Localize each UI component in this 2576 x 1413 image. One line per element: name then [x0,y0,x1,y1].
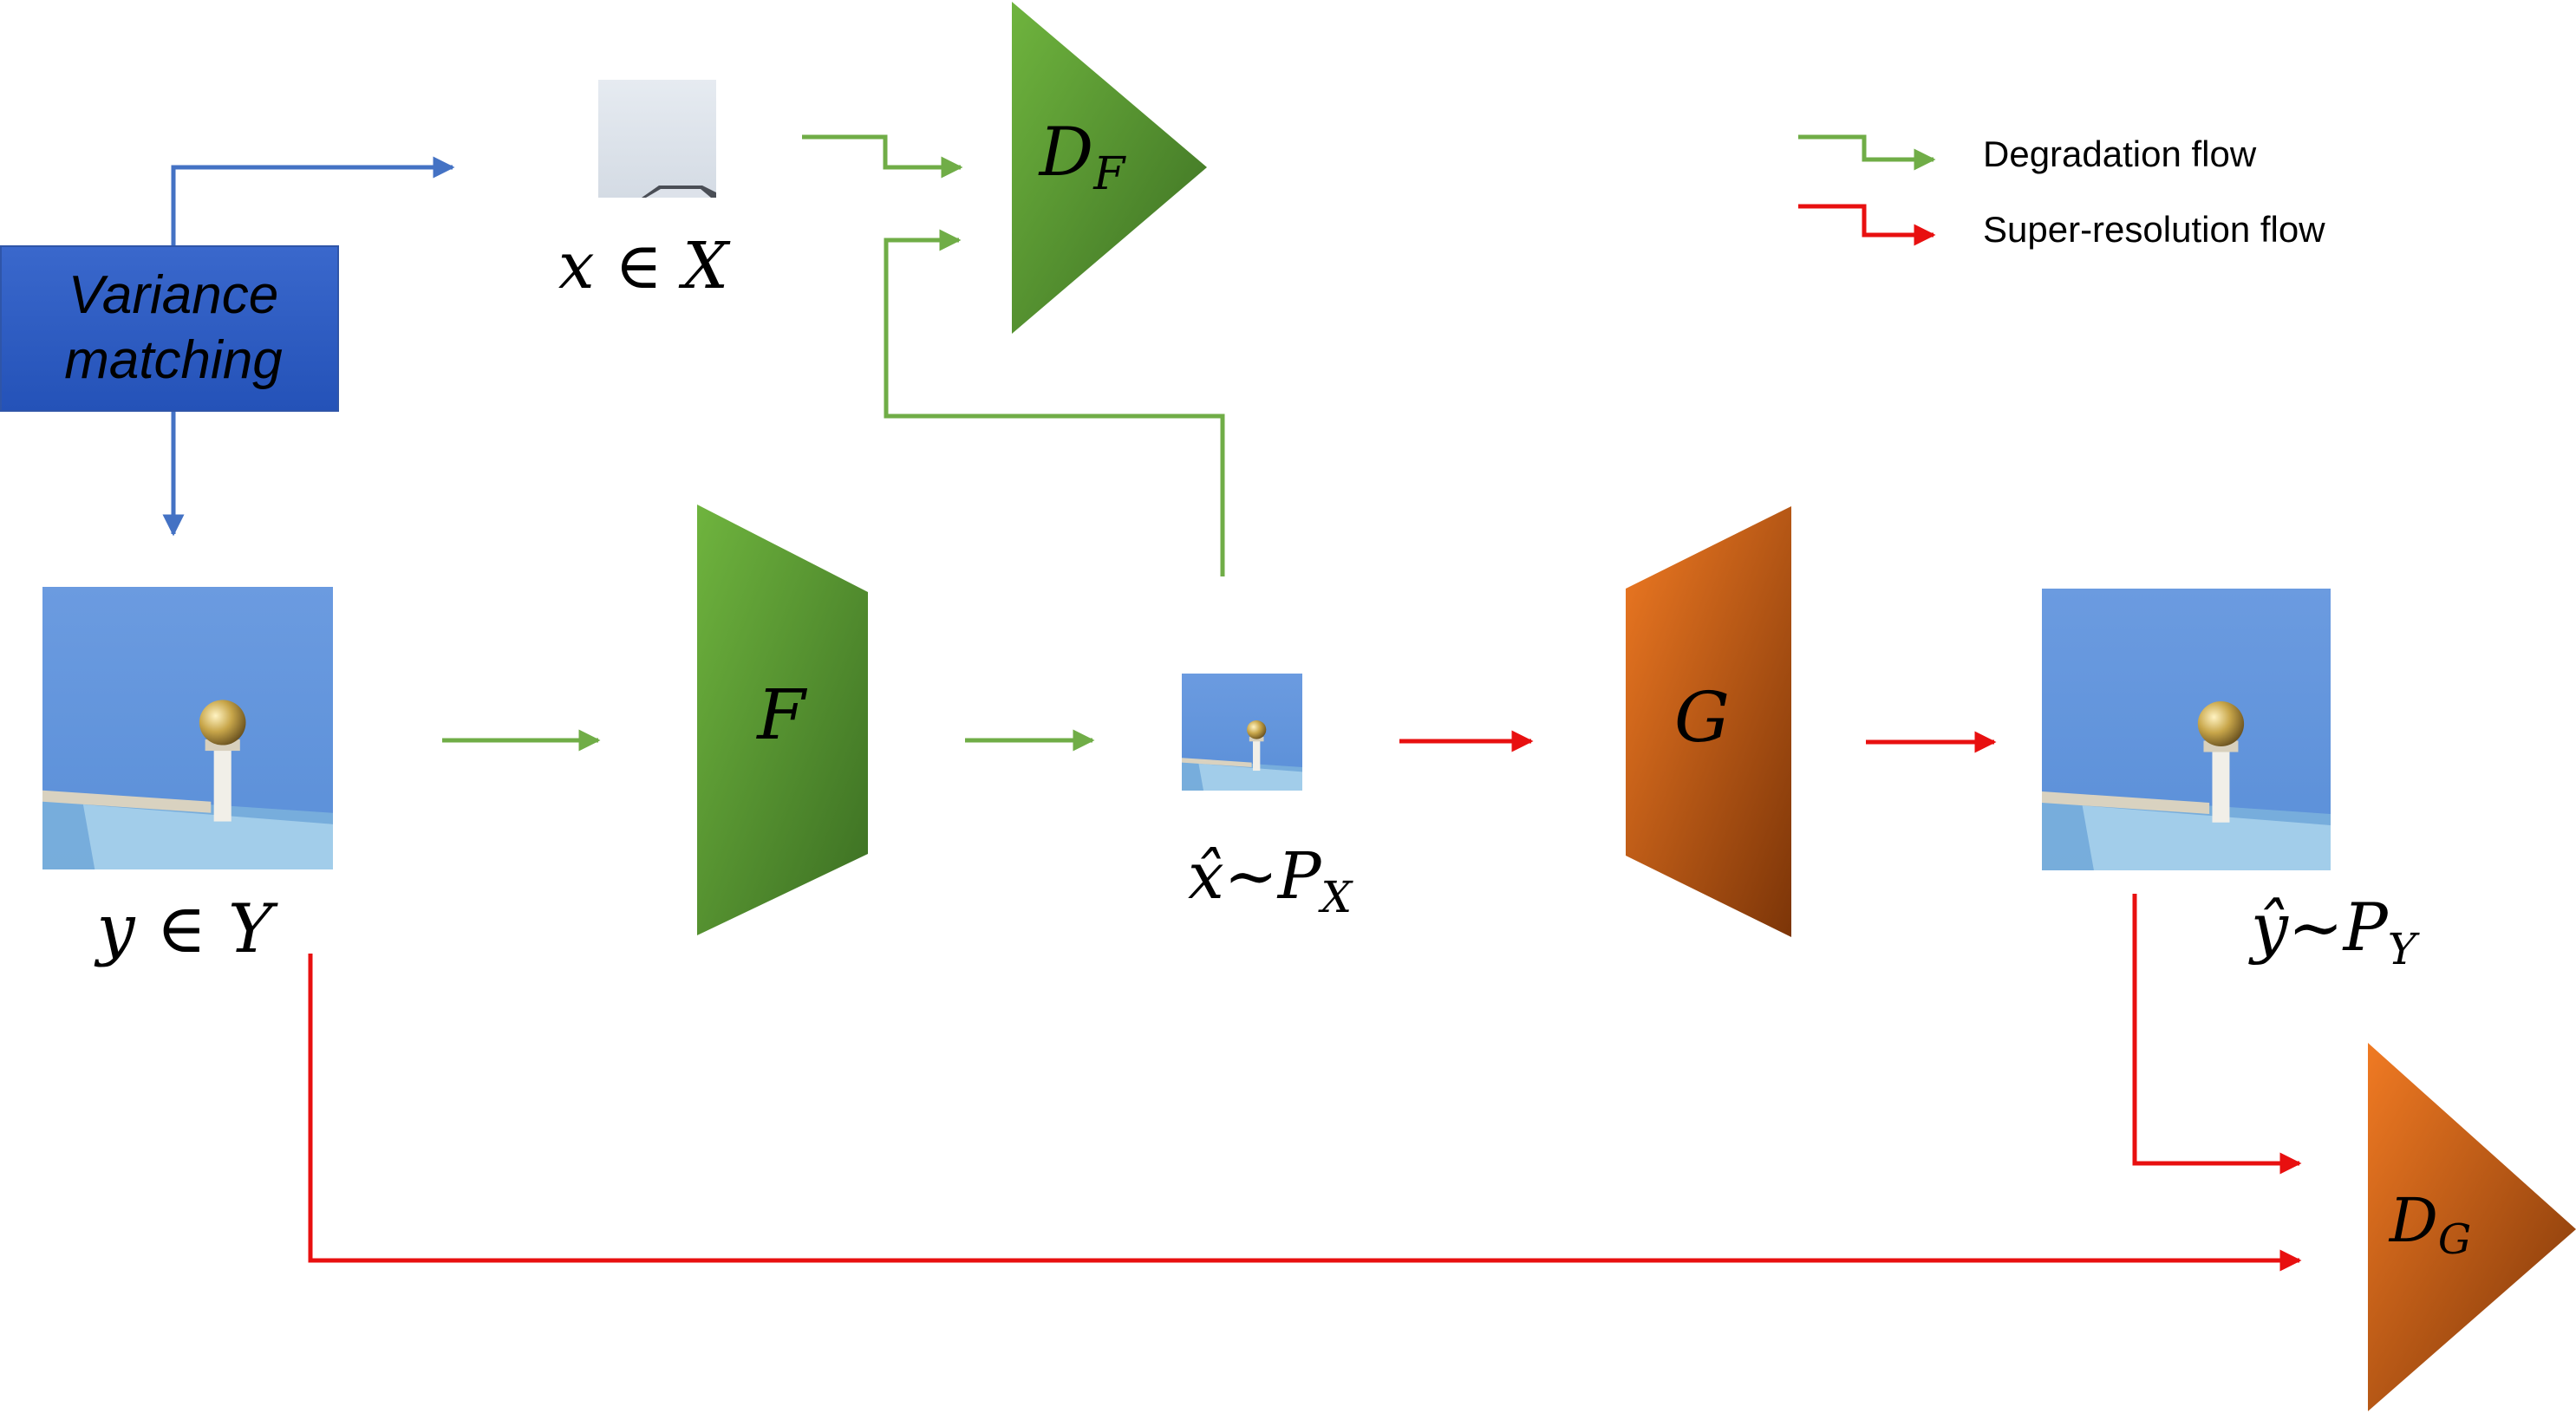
x-image [598,80,716,198]
legend-super-resolution-label: Super-resolution flow [1983,209,2325,250]
dg-label: DG [2388,1185,2471,1264]
y-hat-image [2042,589,2331,870]
y-hat-label: ŷ∼PY [2248,889,2420,974]
x-set-label: x ∈ X [558,229,732,303]
x-hat-label-sub: X [1318,872,1354,922]
yhat-to-dg-arrow [2132,894,2302,1175]
x-to-df-arrow [802,134,963,179]
dg-label-sub: G [2438,1215,2471,1264]
variance-matching-line1: Variance [68,265,278,325]
dg-block [2368,1043,2576,1411]
y-hat-label-main: ŷ∼P [2248,889,2390,966]
legend-super-resolution-arrow [1798,204,1936,246]
discriminator-dg: DG [2368,1043,2576,1411]
df-label: DF [1038,114,1127,200]
x-hat-image [1182,674,1302,791]
y-set-label: y ∈ Y [95,890,278,968]
f-label: F [755,674,807,755]
y-to-dg-arrow [308,954,2302,1272]
generator-f: F [697,505,868,935]
legend-degradation-label: Degradation flow [1983,133,2257,174]
legend-degradation-arrow [1798,134,1936,171]
df-block [1012,2,1207,334]
df-label-sub: F [1092,148,1126,200]
x-hat-label-main: x̂∼P [1188,839,1322,914]
y-image [42,587,333,869]
variance-to-x-arrow [171,156,455,246]
generator-g: G [1626,506,1791,937]
variance-matching: Variance matching [0,156,455,537]
g-label: G [1674,677,1730,758]
y-hat-label-sub: Y [2388,924,2420,974]
legend: Degradation flow Super-resolution flow [1798,133,2325,250]
variance-matching-box [0,245,339,412]
xhat-to-df-arrow [884,229,1225,576]
variance-matching-line2: matching [64,330,283,390]
f-block [697,505,868,935]
discriminator-df: DF [1012,2,1207,334]
dg-label-main: D [2388,1185,2438,1256]
df-label-main: D [1038,114,1094,192]
g-block [1626,506,1791,937]
x-hat-label: x̂∼PX [1188,839,1354,922]
